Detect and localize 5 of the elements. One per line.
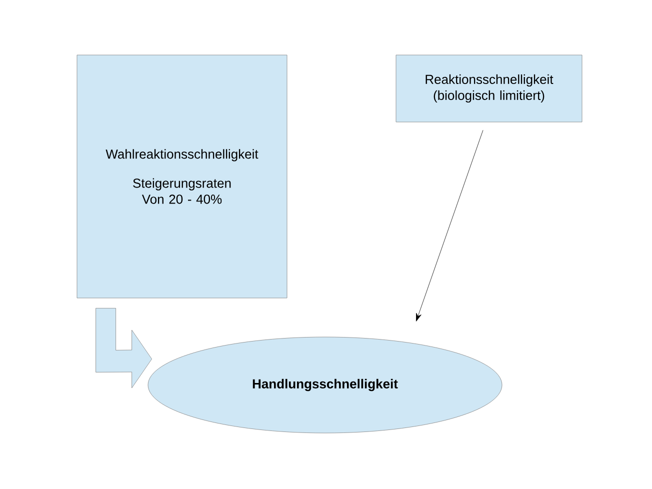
text-box: Reaktionsschnelligkeit (biologisch limitiert) xyxy=(396,54,582,122)
ellipse-node: Handlungsschnelligkeit xyxy=(148,336,502,434)
arrow xyxy=(416,130,484,322)
text-box: Wahlreaktionsschnelligkeit Steigerungsraten Von 20 - 40% xyxy=(76,54,288,298)
block-arrow xyxy=(96,308,152,388)
